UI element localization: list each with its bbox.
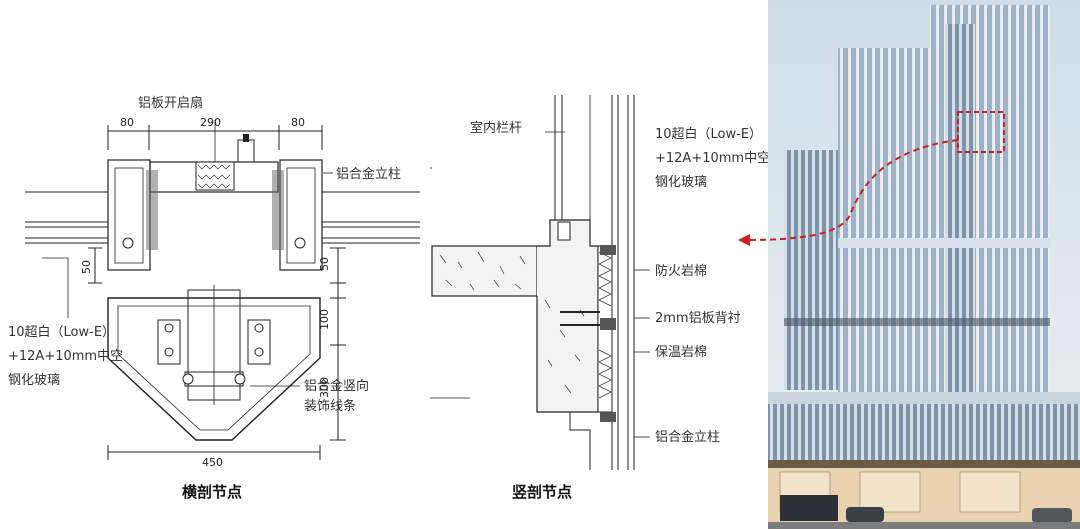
label-glass-h-3: 钢化玻璃 bbox=[8, 373, 60, 388]
dim-80-left: 80 bbox=[120, 116, 134, 129]
label-glass-h-2: +12A+10mm中空 bbox=[8, 349, 123, 364]
dim-80-right: 80 bbox=[291, 116, 305, 129]
building-rendering bbox=[768, 0, 1080, 529]
label-glass-v-3: 钢化玻璃 bbox=[655, 175, 707, 190]
red-callout-arrow bbox=[738, 139, 959, 246]
label-fin-2: 装饰线条 bbox=[304, 398, 356, 414]
caption-vertical-section: 竖剖节点 bbox=[512, 483, 572, 501]
label-aluminium-vent: 铝板开启扇 bbox=[138, 95, 203, 111]
label-mullion-v: 铝合金立柱 bbox=[655, 429, 720, 445]
dim-450: 450 bbox=[202, 456, 223, 469]
horizontal-section-drawing: 80 290 80 bbox=[25, 116, 420, 469]
dim-50-right: 50 bbox=[318, 257, 331, 271]
label-railing: 室内栏杆 bbox=[470, 120, 522, 136]
label-al-backing: 2mm铝板背衬 bbox=[655, 311, 741, 326]
label-glass-v-2: +12A+10mm中空 bbox=[655, 151, 770, 166]
label-insulation: 保温岩棉 bbox=[655, 345, 707, 360]
dim-300: 300 bbox=[318, 377, 331, 398]
label-mullion-h: 铝合金立柱 bbox=[336, 166, 401, 182]
label-fire-wool: 防火岩棉 bbox=[655, 263, 707, 279]
label-fin-1: 铝合金竖向 bbox=[304, 378, 369, 394]
caption-horizontal-section: 横剖节点 bbox=[182, 483, 242, 501]
dim-290: 290 bbox=[200, 116, 221, 129]
vertical-section-drawing bbox=[430, 95, 650, 470]
dim-100: 100 bbox=[318, 309, 331, 330]
label-glass-h-1: 10超白（Low-E） bbox=[8, 324, 115, 340]
dim-50-left: 50 bbox=[80, 260, 93, 274]
label-glass-v-1: 10超白（Low-E） bbox=[655, 126, 762, 142]
